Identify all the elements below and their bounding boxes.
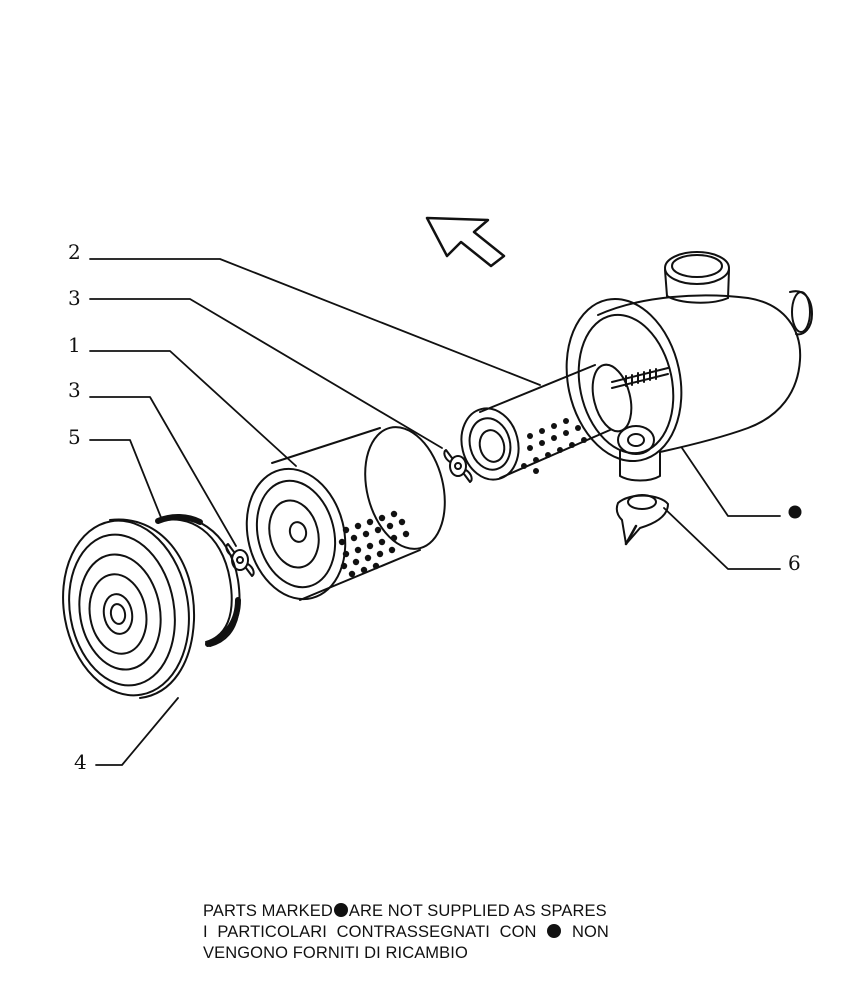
bullet-marker	[333, 903, 348, 917]
note-line-2-end: NON	[571, 923, 609, 941]
filter-housing	[565, 251, 813, 482]
part-2-inner-element	[460, 363, 633, 481]
direction-arrow	[425, 216, 506, 268]
note-line-1-start: PARTS MARKED	[203, 902, 333, 920]
part-1-main-element	[245, 426, 446, 601]
leader-housing	[681, 447, 781, 517]
leader-3-bottom	[89, 396, 237, 547]
part-4-end-cover	[62, 518, 196, 699]
note-line-2-start: I PARTICOLARI CONTRASSEGNATI CON	[203, 923, 537, 941]
note-line-1-end: ARE NOT SUPPLIED AS SPARES	[348, 902, 607, 920]
not-supplied-marker	[788, 505, 802, 519]
callout-4: 4	[74, 750, 87, 774]
part-5-sealing-ring	[155, 514, 241, 647]
callout-2: 2	[68, 240, 81, 264]
part-6-dust-valve	[615, 494, 669, 546]
leader-5	[89, 439, 163, 521]
callout-3-top: 3	[68, 286, 81, 310]
leader-lines	[89, 258, 781, 766]
callout-1: 1	[68, 333, 81, 357]
callout-6: 6	[788, 551, 801, 575]
perforations-part-1	[338, 510, 410, 578]
perforations-part-2	[521, 418, 587, 474]
callout-3-bottom: 3	[68, 378, 81, 402]
leader-3-top	[89, 298, 443, 449]
bullet-marker	[547, 924, 562, 938]
leader-6	[663, 507, 781, 570]
note-line-1: PARTS MARKED ARE NOT SUPPLIED AS SPARES	[203, 901, 607, 921]
callout-5: 5	[68, 425, 81, 449]
part-3-wing-nut-upper	[443, 449, 473, 483]
leader-2	[89, 258, 541, 386]
note-line-3: VENGONO FORNITI DI RICAMBIO	[203, 944, 468, 962]
leader-1	[89, 350, 297, 467]
note-line-2: I PARTICOLARI CONTRASSEGNATI CON NON	[203, 922, 609, 942]
leader-4	[95, 697, 179, 766]
